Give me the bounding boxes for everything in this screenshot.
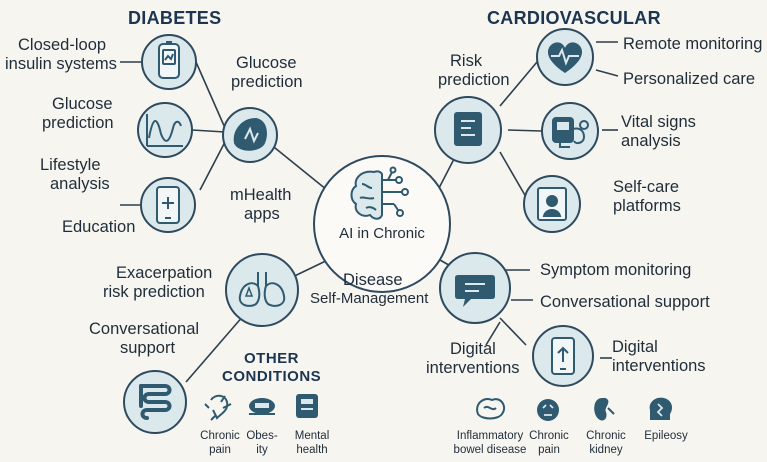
- exacerpation-label-2: risk prediction: [103, 283, 205, 301]
- conversational-right-label: Conversational support: [540, 293, 710, 311]
- mental-health-icon: [296, 394, 318, 418]
- connector-lines: [120, 41, 619, 383]
- ibd-label-2: bowel disease: [453, 444, 527, 456]
- lifestyle-label-2: analysis: [50, 175, 110, 193]
- ibd-brain-icon: [476, 398, 506, 420]
- vital-signs-label-2: analysis: [621, 132, 681, 150]
- digital-intervention-phone-icon: [551, 337, 575, 375]
- lungs-icon: [238, 272, 286, 307]
- other-obesity-2: ity: [256, 444, 268, 456]
- closed-loop-label-1: Closed-loop: [18, 36, 107, 54]
- education-label: Education: [62, 218, 136, 236]
- glucose-left-label-2: prediction: [42, 114, 114, 132]
- risk-hub-label-2: prediction: [438, 71, 510, 89]
- vital-signs-label-1: Vital signs: [621, 113, 696, 131]
- epilepsy-head-icon: [649, 397, 672, 420]
- remote-monitoring-label: Remote monitoring: [623, 35, 763, 53]
- other-chronic-pain-1: Chronic: [200, 430, 240, 442]
- self-care-label-2: platforms: [613, 197, 681, 215]
- other-heading-2: CONDITIONS: [222, 368, 322, 385]
- other-heading-1: OTHER: [244, 350, 299, 367]
- intestine-icon: [139, 384, 172, 420]
- other-mental-2: health: [296, 444, 328, 456]
- other-chronic-pain-2: pain: [209, 444, 231, 456]
- digital-right-label-1: Digital: [612, 338, 658, 356]
- clipboard-report-icon: [454, 112, 482, 146]
- cardiovascular-heading: CARDIOVASCULAR: [487, 8, 661, 28]
- weight-scale-tape-icon: [249, 398, 275, 415]
- mh-chronic-pain-2: pain: [538, 444, 560, 456]
- conversational-left-label-1: Conversational: [89, 320, 200, 338]
- diabetes-heading: DIABETES: [128, 8, 222, 28]
- self-care-label-1: Self-care: [613, 178, 680, 196]
- conversational-left-label-2: support: [120, 339, 176, 357]
- epilepsy-label: Epileosy: [644, 430, 688, 442]
- chronic-pain-icon: [537, 399, 559, 421]
- kidney-label-1: Chronic: [586, 430, 626, 442]
- lifestyle-label-1: Lifestyle: [40, 156, 101, 174]
- blood-pressure-monitor-icon: [552, 117, 589, 148]
- exacerpation-label-1: Exacerpation: [116, 264, 213, 282]
- brain-circuit-icon: [350, 166, 409, 220]
- mhealth-label-2: apps: [244, 205, 280, 223]
- heart-pulse-icon: [547, 42, 583, 73]
- glucose-hub-label-1: Glucose: [236, 54, 297, 72]
- kidney-icon: [594, 397, 615, 421]
- digital-right-label-2: interventions: [612, 357, 706, 375]
- personalized-care-label: Personalized care: [623, 70, 756, 88]
- other-obesity-1: Obes-: [246, 430, 278, 442]
- glucose-left-label-1: Glucose: [52, 95, 113, 113]
- glucose-hub-label-2: prediction: [231, 73, 303, 91]
- center-node: [313, 155, 451, 293]
- mobile-app-icon: [156, 186, 180, 224]
- pain-joint-icon: [204, 394, 232, 421]
- risk-hub-label-1: Risk: [450, 52, 483, 70]
- self-care-app-icon: [537, 187, 567, 221]
- center-title-line2: Disease: [343, 271, 403, 289]
- other-mental-1: Mental: [294, 430, 330, 442]
- closed-loop-label-2: insulin systems: [5, 55, 117, 73]
- glucose-drop-icon: [233, 117, 267, 151]
- mh-chronic-pain-1: Chronic: [529, 430, 569, 442]
- mhealth-label-1: mHealth: [230, 186, 292, 204]
- lungs-hub-node: [225, 253, 299, 327]
- digital-left-label-2: interventions: [426, 359, 520, 377]
- center-title-line1: AI in Chronic: [339, 225, 425, 242]
- chat-bubble-icon: [455, 275, 495, 307]
- glucose-curve-node: [137, 102, 193, 158]
- kidney-label-2: kidney: [589, 444, 623, 456]
- insulin-pump-icon: [158, 41, 180, 79]
- center-title-line3: Self-Management: [310, 290, 429, 307]
- glucose-curve-icon: [146, 114, 183, 147]
- digital-left-label-1: Digital: [450, 340, 496, 358]
- symptom-monitoring-label: Symptom monitoring: [540, 261, 692, 279]
- ibd-label-1: Inflammatory: [456, 430, 524, 442]
